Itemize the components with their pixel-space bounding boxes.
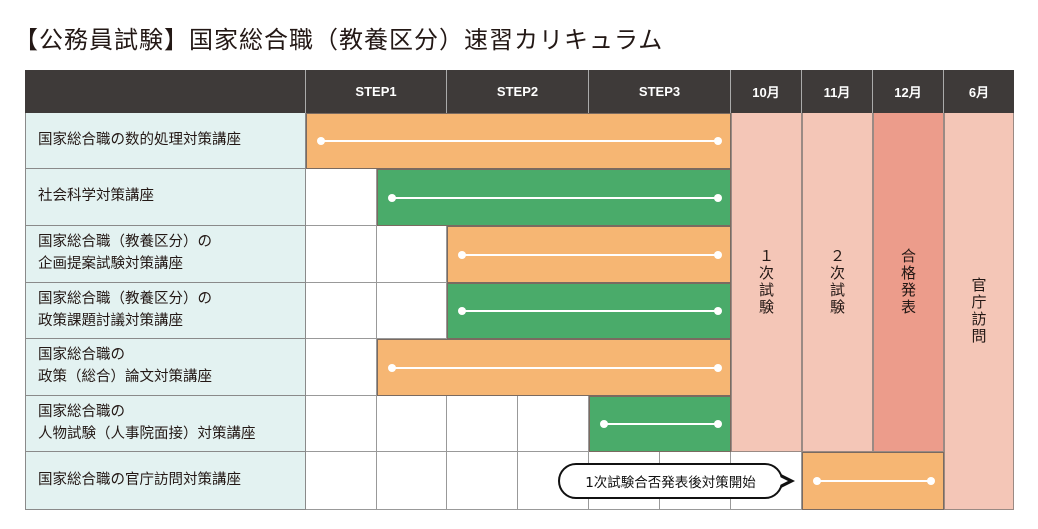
grid-cell [306,169,377,226]
course-bar-orange [306,113,731,169]
course-label: 社会科学対策講座 [25,169,306,226]
event-first-exam: １次試験 [731,113,802,452]
header-jun: 6月 [944,70,1014,113]
course-bar-orange [447,226,731,283]
grid-cell [306,396,377,452]
course-label: 国家総合職（教養区分）の 企画提案試験対策講座 [25,226,306,283]
grid-cell [377,452,447,510]
grid-cell [447,452,518,510]
course-bar-orange [377,339,731,396]
event-second-exam: ２次試験 [802,113,873,452]
grid-cell [306,226,377,283]
period-line [813,477,935,485]
grid-cell [377,226,447,283]
period-line [388,363,722,372]
period-line [388,193,722,202]
period-line [600,420,722,428]
grid-cell [377,283,447,339]
event-ministry-visit: 官庁訪問 [944,113,1014,510]
grid-cell [306,339,377,396]
header-nov: 11月 [802,70,873,113]
period-line [458,250,722,259]
course-bar-green [377,169,731,226]
page-title: 【公務員試験】国家総合職（教養区分）速習カリキュラム [14,26,664,54]
period-line [317,137,722,145]
grid-cell [518,396,589,452]
course-bar-green [447,283,731,339]
grid-cell [447,396,518,452]
callout-bubble: 1次試験合否発表後対策開始 [558,463,783,499]
grid-cell [306,452,377,510]
header-step3: STEP3 [589,70,731,113]
course-label: 国家総合職の 人物試験（人事院面接）対策講座 [25,396,306,452]
course-label: 国家総合職の官庁訪問対策講座 [25,452,306,510]
header-blank [25,70,306,113]
period-line [458,307,722,315]
event-results: 合格発表 [873,113,944,452]
grid-cell [377,396,447,452]
header-oct: 10月 [731,70,802,113]
course-label: 国家総合職の数的処理対策講座 [25,113,306,169]
header-step2: STEP2 [447,70,589,113]
course-bar-orange [802,452,944,510]
course-label: 国家総合職の 政策（総合）論文対策講座 [25,339,306,396]
course-bar-green [589,396,731,452]
header-step1: STEP1 [306,70,447,113]
callout-tail-inner [780,477,788,485]
grid-cell [306,283,377,339]
course-label: 国家総合職（教養区分）の 政策課題討議対策講座 [25,283,306,339]
header-dec: 12月 [873,70,944,113]
